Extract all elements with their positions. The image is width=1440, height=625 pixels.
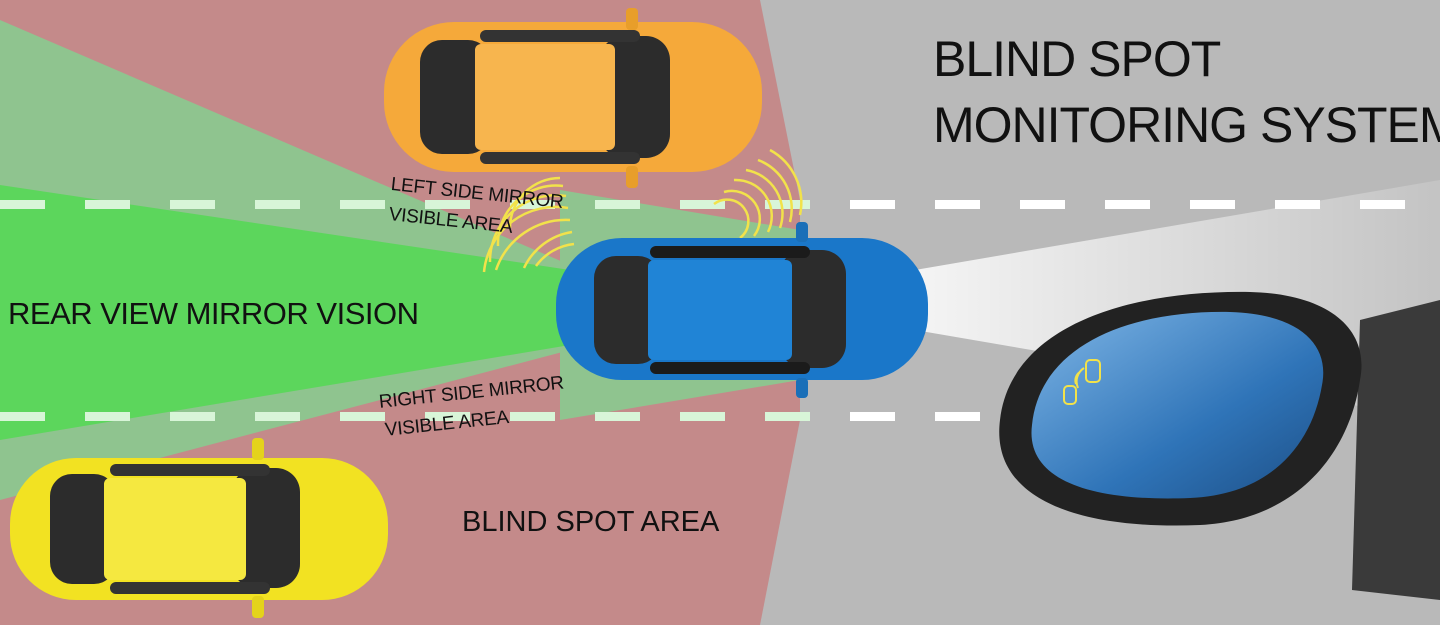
lane-dash	[935, 412, 980, 421]
lane-dash	[340, 200, 385, 209]
lane-dash	[1190, 200, 1235, 209]
blind-spot-warning-icon	[1063, 359, 1101, 405]
blind-spot-label: BLIND SPOT AREA	[462, 506, 720, 538]
lane-markings	[0, 200, 1405, 421]
lane-dash	[935, 200, 980, 209]
orange-car	[384, 8, 762, 188]
lane-dash	[340, 412, 385, 421]
lane-dash	[765, 412, 810, 421]
title-line-1: BLIND SPOT	[933, 31, 1221, 87]
lane-dash	[765, 200, 810, 209]
lane-dash	[255, 412, 300, 421]
lane-dash	[850, 412, 895, 421]
lane-dash	[85, 412, 130, 421]
lane-dash	[595, 412, 640, 421]
lane-dash	[425, 200, 470, 209]
lane-dash	[595, 200, 640, 209]
mirror-glass	[1031, 311, 1324, 499]
sensor-waves-icon	[713, 148, 803, 239]
lane-dash	[1105, 200, 1150, 209]
lane-dash	[170, 200, 215, 209]
sensor-waves-icon	[482, 176, 575, 273]
lane-dash	[255, 200, 300, 209]
lane-dash	[680, 200, 725, 209]
rear-view-zone	[0, 185, 570, 440]
lane-dash	[680, 412, 725, 421]
lane-dash	[425, 412, 470, 421]
title-line-2: MONITORING SYSTEM	[933, 97, 1440, 153]
lane-dash	[85, 200, 130, 209]
lane-dash	[850, 200, 895, 209]
lane-dash	[0, 412, 45, 421]
blue-car	[556, 222, 928, 398]
lane-dash	[1020, 200, 1065, 209]
lane-dash	[170, 412, 215, 421]
rear-view-label: REAR VIEW MIRROR VISION	[8, 296, 419, 331]
yellow-car	[10, 438, 388, 618]
lane-dash	[0, 200, 45, 209]
side-mirror	[999, 291, 1440, 600]
lane-dash	[510, 412, 555, 421]
lane-dash	[510, 200, 555, 209]
